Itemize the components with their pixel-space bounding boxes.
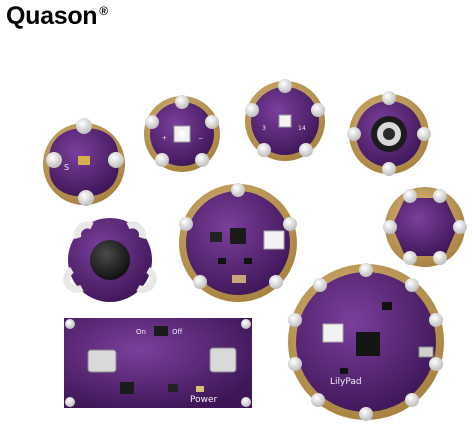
main-board-label: LilyPad <box>330 377 362 387</box>
single-led-board: 3 14 <box>245 79 325 161</box>
registered-mark: ® <box>99 4 108 18</box>
driver-board <box>179 183 297 302</box>
led-pin-label-3: 3 <box>262 125 266 132</box>
rgb-led-board: + − <box>144 95 220 172</box>
led-pin-label-2: − <box>198 135 203 142</box>
protoboard <box>383 187 467 267</box>
main-lilypad-board: LilyPad <box>288 263 444 421</box>
buzzer-board <box>63 218 157 302</box>
vibe-board <box>347 91 431 176</box>
led-pin-label-4: 14 <box>298 125 306 132</box>
sensor-label: S <box>64 163 69 172</box>
brand-name: Quason <box>6 2 98 30</box>
power-label: Power <box>190 395 218 405</box>
brand-logo: Quason® <box>6 2 108 31</box>
led-pin-label-1: + <box>162 135 167 142</box>
switch-on-label: On <box>136 328 146 336</box>
power-board: On Off Power <box>64 318 252 408</box>
switch-off-label: Off <box>172 328 183 336</box>
light-sensor-board: S <box>43 118 125 206</box>
